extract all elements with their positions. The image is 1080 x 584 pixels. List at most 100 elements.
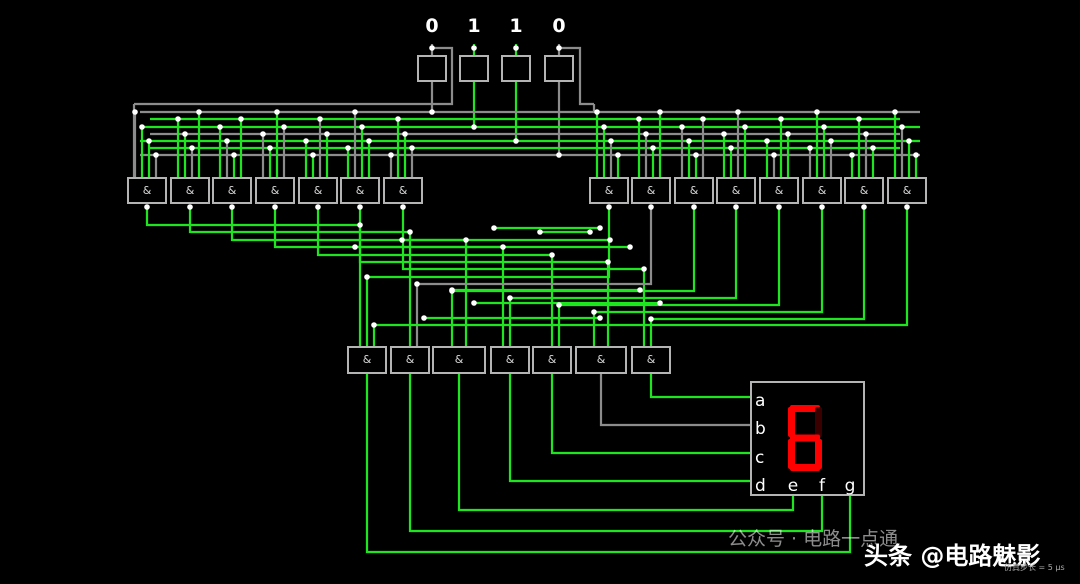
- decoder-output-wire-14: [372, 207, 909, 347]
- junction-dot: [597, 315, 603, 321]
- junction-dot: [686, 138, 692, 144]
- junction-dot: [132, 109, 138, 115]
- segment-pin-label-a: a: [755, 391, 765, 411]
- encoder-and-gate-6: [631, 346, 671, 374]
- decoder-and-gate-4: [298, 177, 338, 204]
- junction-dot: [892, 109, 898, 115]
- decoder-gate-symbol: &: [356, 184, 365, 197]
- decoder-gate-symbol: &: [228, 184, 237, 197]
- junction-dot: [870, 145, 876, 151]
- decoder-output-wire-12: [592, 207, 824, 347]
- junction-dot: [591, 309, 597, 315]
- input-switch-3: [544, 55, 574, 82]
- junction-dot: [471, 300, 477, 306]
- input-bit-label-1: 1: [467, 15, 480, 37]
- segment-f: [788, 407, 795, 437]
- junction-dot: [357, 222, 363, 228]
- junction-dot: [700, 116, 706, 122]
- decoder-and-gate-9: [674, 177, 714, 204]
- segment-pin-label-f: f: [819, 476, 826, 496]
- junction-dot: [281, 124, 287, 130]
- junction-dot: [650, 145, 656, 151]
- junction-dot: [449, 287, 455, 293]
- decoder-output-wire-8: [415, 207, 653, 347]
- junction-dot: [556, 45, 562, 51]
- junction-dot: [267, 145, 273, 151]
- display-input-wire-f: [408, 373, 824, 533]
- junction-dot: [315, 204, 321, 210]
- decoder-and-gate-14: [887, 177, 927, 204]
- junction-dot: [537, 229, 543, 235]
- decoder-gate-symbol: &: [271, 184, 280, 197]
- junction-dot: [229, 204, 235, 210]
- junction-dot: [807, 145, 813, 151]
- junction-dot: [153, 152, 159, 158]
- junction-dot: [317, 116, 323, 122]
- junction-dot: [814, 109, 820, 115]
- junction-dot: [615, 152, 621, 158]
- segment-b: [815, 407, 822, 437]
- junction-dot: [364, 274, 370, 280]
- junction-dot: [407, 229, 413, 235]
- display-input-wire-b: [599, 373, 751, 427]
- wires: [132, 44, 920, 554]
- decoder-output-wire-4: [316, 207, 554, 347]
- decoder-gate-symbol: &: [314, 184, 323, 197]
- junction-dot: [607, 237, 613, 243]
- segment-pin-label-d: d: [755, 476, 766, 496]
- input-switch-2: [501, 55, 531, 82]
- watermark-account: 公众号 · 电路一点通: [728, 528, 899, 550]
- junction-dot: [366, 138, 372, 144]
- display-input-wire-d: [508, 373, 751, 483]
- junction-dot: [549, 252, 555, 258]
- encoder-and-gate-4: [532, 346, 572, 374]
- segment-d: [790, 464, 820, 471]
- segment-pin-label-c: c: [755, 448, 764, 468]
- input-bit-label-0: 0: [425, 15, 438, 37]
- input-loop-wire-0: [134, 46, 454, 106]
- junction-dot: [597, 225, 603, 231]
- decoder-gate-symbol: &: [186, 184, 195, 197]
- decoder-gate-symbol: &: [775, 184, 784, 197]
- decoder-and-gate-5: [340, 177, 380, 204]
- decoder-gate-symbol: &: [690, 184, 699, 197]
- junction-dot: [388, 152, 394, 158]
- junction-dot: [721, 131, 727, 137]
- junction-dot: [643, 131, 649, 137]
- input-switch-1: [459, 55, 489, 82]
- decoder-gate-symbol: &: [732, 184, 741, 197]
- junction-dot: [776, 204, 782, 210]
- encoder-gate-symbol: &: [548, 353, 557, 366]
- decoder-and-gate-8: [631, 177, 671, 204]
- decoder-output-wire-10: [508, 207, 738, 347]
- junction-dot: [904, 204, 910, 210]
- junction-dot: [139, 124, 145, 130]
- junction-dot: [352, 109, 358, 115]
- junction-dot: [605, 259, 611, 265]
- decoder-gate-symbol: &: [399, 184, 408, 197]
- encoder-and-gate-2: [432, 346, 486, 374]
- junction-dot: [402, 131, 408, 137]
- junction-dot: [856, 116, 862, 122]
- junction-dot: [594, 109, 600, 115]
- junction-dot: [429, 45, 435, 51]
- junction-dot: [728, 145, 734, 151]
- junction-dot: [189, 145, 195, 151]
- encoder-gate-symbol: &: [406, 353, 415, 366]
- junction-dot: [778, 116, 784, 122]
- junction-dot: [231, 152, 237, 158]
- decoder-output-wire-2: [230, 207, 468, 347]
- junction-dot: [657, 109, 663, 115]
- encoder-gate-symbol: &: [363, 353, 372, 366]
- junction-dot: [648, 316, 654, 322]
- junction-dots: [132, 45, 919, 328]
- decoder-output-wire-13: [649, 207, 866, 347]
- junction-dot: [742, 124, 748, 130]
- decoder-and-gate-1: [170, 177, 210, 204]
- junction-dot: [821, 124, 827, 130]
- junction-dot: [324, 131, 330, 137]
- junction-dot: [175, 116, 181, 122]
